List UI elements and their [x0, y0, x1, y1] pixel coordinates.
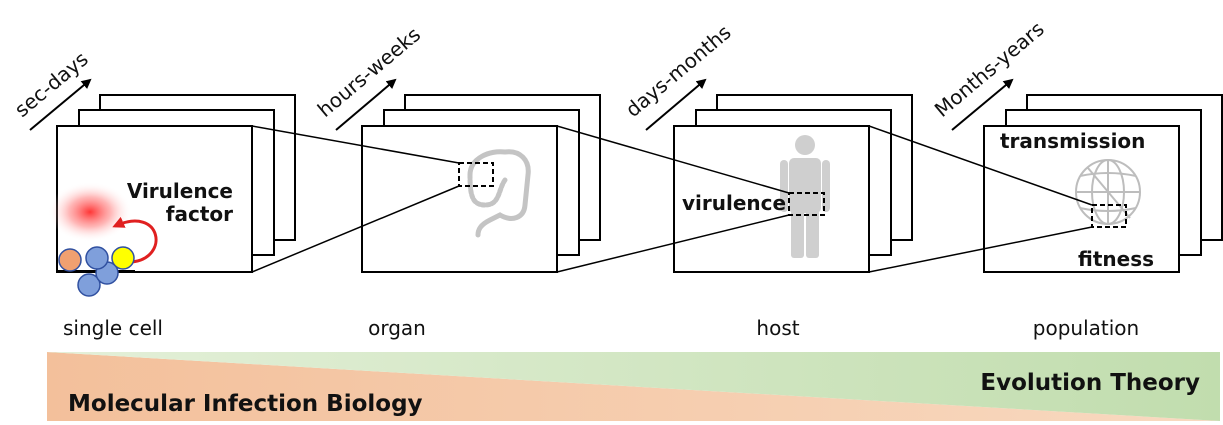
virulence-factor-label-line2: factor — [166, 202, 233, 226]
panel-stack-organ — [361, 94, 601, 273]
time-arrow-3 — [645, 78, 707, 131]
transmission-label: transmission — [1000, 129, 1145, 153]
level-label-single-cell: single cell — [63, 316, 163, 340]
bacterial-cells — [58, 246, 135, 297]
virulence-factor-label-line1: Virulence — [127, 179, 233, 203]
time-arrow-2 — [335, 78, 397, 131]
virulence-factor-glow — [48, 182, 132, 242]
time-arrow-4 — [951, 78, 1014, 131]
band-left-label: Molecular Infection Biology — [68, 391, 423, 417]
zoom-box-host — [788, 192, 825, 216]
secretion-arrow — [112, 216, 158, 264]
virulence-label: virulence — [682, 191, 786, 215]
time-arrow-1 — [29, 78, 92, 131]
level-label-population: population — [1033, 316, 1139, 340]
zoom-box-organ — [458, 162, 494, 187]
panel-stack-single-cell — [56, 94, 296, 273]
intestine-icon — [467, 149, 531, 238]
fitness-label: fitness — [1078, 247, 1154, 271]
level-label-organ: organ — [368, 316, 426, 340]
zoom-connectors — [251, 125, 1093, 273]
globe-icon — [1075, 159, 1141, 225]
panel-stack-population — [983, 94, 1223, 273]
level-label-host: host — [756, 316, 799, 340]
evolution-theory-band — [47, 352, 1220, 421]
zoom-box-population — [1091, 204, 1127, 228]
human-icon — [780, 135, 830, 258]
band-right-label: Evolution Theory — [980, 370, 1200, 396]
